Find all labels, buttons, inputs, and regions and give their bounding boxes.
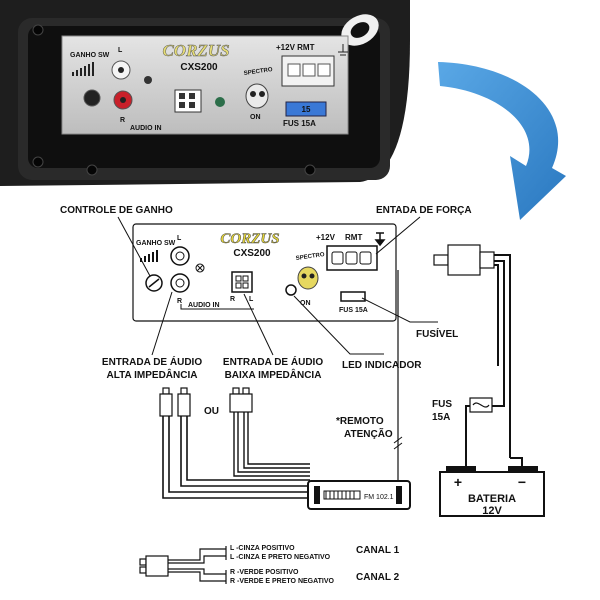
- panel-model: CXS200: [233, 248, 271, 259]
- panel-low-level-connector[interactable]: [231, 271, 253, 293]
- legend-r-positive: R -VERDE POSITIVO: [230, 569, 299, 576]
- legend-l-negative: L -CINZA E PRETO NEGATIVO: [230, 554, 331, 561]
- callout-low-imp-line2: BAIXA IMPEDÂNCIA: [225, 368, 322, 381]
- radio-display: FM 102.1: [364, 494, 394, 501]
- panel-brand: CORZUS: [220, 231, 279, 247]
- photo-on-label: ON: [250, 114, 261, 121]
- callout-high-imp-line2: ALTA IMPEDÂNCIA: [107, 368, 198, 381]
- screw-icon: [32, 24, 44, 36]
- panel-led: [285, 284, 297, 296]
- mount-x-icon: [195, 263, 205, 273]
- photo-l-label: L: [118, 47, 123, 54]
- photo-fuse[interactable]: [285, 101, 327, 117]
- panel-audio-in-l: L: [249, 296, 254, 303]
- callout-fusivel: FUSÍVEL: [416, 327, 458, 340]
- panel-fuse-label: FUS 15A: [339, 307, 368, 314]
- legend-canal-1: CANAL 1: [356, 545, 400, 556]
- panel-on-label: ON: [300, 300, 311, 307]
- callout-power-input: ENTADA DE FORÇA: [376, 205, 472, 216]
- screw-icon: [86, 164, 98, 176]
- curved-arrow-icon: [438, 62, 566, 220]
- legend-canal-2: CANAL 2: [356, 572, 400, 583]
- panel-r-label: R: [177, 298, 182, 305]
- photo-tag: SPECTRO: [243, 67, 273, 77]
- panel-12v-label: +12V: [316, 233, 336, 242]
- panel-tag: SPECTRO: [295, 252, 325, 262]
- ground-icon: [338, 44, 348, 56]
- callout-high-imp-line1: ENTRADA DE ÁUDIO: [102, 355, 202, 368]
- callout-low-imp-line1: ENTRADA DE ÁUDIO: [223, 355, 323, 368]
- callout-remote: *REMOTO: [336, 416, 384, 427]
- panel-fuse[interactable]: [340, 291, 366, 302]
- car-radio: FM 102.1: [307, 480, 411, 510]
- photo-fuse-label: FUS 15A: [283, 119, 316, 128]
- panel-audio-in-r: R: [230, 296, 235, 303]
- ground-arrow-icon: [374, 232, 386, 247]
- mount-hole-icon: [144, 76, 152, 84]
- panel-rmt-label: RMT: [345, 233, 362, 242]
- gain-bars-icon: [72, 62, 94, 76]
- callout-fuse-line2: 15A: [432, 412, 450, 423]
- screw-icon: [32, 156, 44, 168]
- legend-l-positive: L -CINZA POSITIVO: [230, 545, 295, 552]
- callout-ou: OU: [204, 406, 219, 417]
- callout-attention: ATENÇÃO: [344, 427, 393, 440]
- screw-icon: [304, 164, 316, 176]
- panel-audio-in-label: AUDIO IN: [188, 302, 220, 309]
- photo-model: CXS200: [180, 62, 218, 73]
- low-level-plug-icon: [229, 387, 253, 413]
- battery-minus: −: [518, 474, 526, 490]
- photo-gain-label: GANHO SW: [70, 52, 110, 59]
- gain-knob[interactable]: [83, 89, 101, 107]
- battery-plus: +: [454, 474, 462, 490]
- photo-brand: CORZUS: [162, 41, 229, 60]
- skull-logo-icon: [245, 83, 269, 109]
- power-plug-icon: [433, 244, 495, 276]
- rca-plugs-icon: [159, 387, 191, 417]
- battery-label: BATERIA: [468, 493, 516, 505]
- photo-power-label: +12V RMT: [276, 43, 315, 52]
- legend-r-negative: R -VERDE E PRETO NEGATIVO: [230, 578, 335, 585]
- photo-r-label: R: [120, 117, 125, 124]
- callout-fuse-line1: FUS: [432, 399, 452, 410]
- battery-voltage: 12V: [482, 505, 502, 517]
- callout-gain-control: CONTROLE DE GANHO: [60, 205, 173, 216]
- callout-led: LED INDICADOR: [342, 360, 422, 371]
- panel-gain-label: GANHO SW: [136, 240, 176, 247]
- panel-l-label: L: [177, 235, 182, 242]
- battery: + − BATERIA 12V: [439, 466, 545, 517]
- legend-plug-icon: [139, 555, 169, 577]
- panel-skull-icon: [297, 266, 319, 290]
- photo-audio-in-label: AUDIO IN: [130, 125, 162, 132]
- photo-fuse-value: 15: [302, 105, 311, 114]
- led-indicator: [215, 97, 225, 107]
